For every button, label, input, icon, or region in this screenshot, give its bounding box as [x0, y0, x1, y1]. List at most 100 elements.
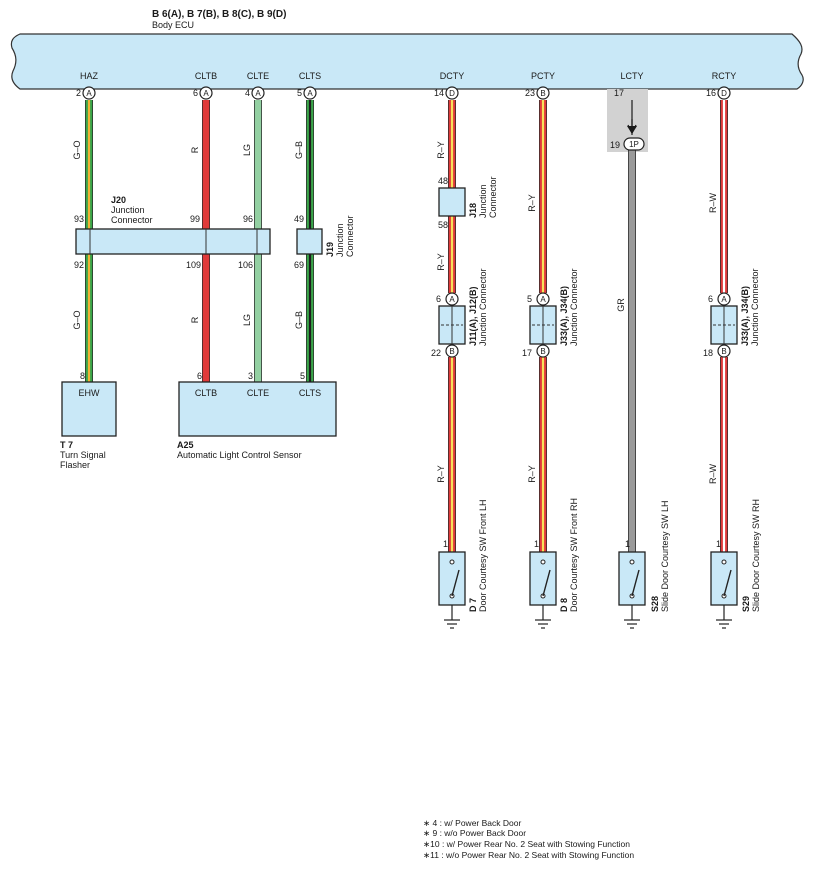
- connector-markers: A B A B A B 1P: [445, 137, 731, 358]
- a25-code: A25: [177, 440, 194, 450]
- connector-letter: A: [203, 89, 209, 98]
- wire-label-pcty-1: R–Y: [527, 194, 537, 212]
- d7-name: Door Courtesy SW Front LH: [478, 499, 488, 612]
- a25-terminal-clts: CLTS: [299, 388, 321, 398]
- switches: [438, 551, 738, 629]
- j33-code-pcty: J33(A), J34(B): [559, 286, 569, 346]
- wire-label-dcty-3: R–Y: [436, 465, 446, 483]
- marker-lcty-1p: 1P: [623, 137, 645, 151]
- svg-text:1P: 1P: [629, 140, 639, 149]
- t7-label-2: Flasher: [60, 460, 90, 470]
- body-ecu-bar: [10, 33, 804, 90]
- connector-letter: A: [307, 89, 313, 98]
- wire-label-dcty-2: R–Y: [436, 253, 446, 271]
- pin-j20-96: 96: [243, 214, 253, 224]
- j19-label: J19 Junction Connector: [325, 215, 355, 257]
- a25-component-box: [178, 381, 337, 437]
- switch-s29: [710, 551, 738, 629]
- marker-rcty-a: A: [717, 292, 731, 306]
- ground-icon: [444, 605, 460, 629]
- ground-icon: [716, 605, 732, 629]
- svg-text:A: A: [721, 295, 727, 304]
- j18-label: J18 Junction Connector: [468, 176, 498, 218]
- d8-code: D 8: [559, 598, 569, 612]
- j33-connector-pcty: [529, 305, 557, 345]
- marker-rcty-b: B: [717, 344, 731, 358]
- pin-s28-1: 1: [625, 539, 630, 549]
- connector-letter: A: [86, 89, 92, 98]
- wire-label-clts-top: G–B: [294, 141, 304, 159]
- j20-label-1: Junction: [111, 205, 145, 215]
- pin-clts-5: 5: [300, 371, 305, 381]
- pin-dcty-6: 6: [436, 294, 441, 304]
- wire-label-rcty-1: R–W: [708, 192, 718, 213]
- ecu-pin-lcty: LCTY: [620, 71, 643, 81]
- marker-pcty-b: B: [536, 344, 550, 358]
- j19-label-1: Junction: [335, 223, 345, 257]
- connector-circle: [199, 86, 213, 100]
- j19-label-2: Connector: [345, 215, 355, 257]
- j19-code: J19: [325, 242, 335, 257]
- ecu-pin-number: 14: [434, 88, 444, 98]
- j20-label-2: Connector: [111, 215, 153, 225]
- wires: [85, 100, 728, 552]
- pin-pcty-5: 5: [527, 294, 532, 304]
- t7-label-1: Turn Signal: [60, 450, 106, 460]
- marker-dcty-b: B: [445, 344, 459, 358]
- a25-terminal-clte: CLTE: [247, 388, 269, 398]
- marker-dcty-a: A: [445, 292, 459, 306]
- a25-name: Automatic Light Control Sensor: [177, 450, 302, 460]
- svg-text:B: B: [449, 347, 454, 356]
- j19-connector: [296, 228, 323, 255]
- svg-text:B: B: [721, 347, 726, 356]
- d7-code: D 7: [468, 598, 478, 612]
- switch-d7: [438, 551, 466, 629]
- pin-j18-48: 48: [438, 176, 448, 186]
- j20-connector: [75, 228, 271, 255]
- connector-letter: D: [721, 89, 727, 98]
- pin-j20-99: 99: [190, 214, 200, 224]
- wire-label-clts-bottom: G–B: [294, 311, 304, 329]
- wire-label-rcty-2: R–W: [708, 463, 718, 484]
- svg-text:A: A: [540, 295, 546, 304]
- ecu-pin-rcty: RCTY: [712, 71, 737, 81]
- footnotes: ∗ 4 : w/ Power Back Door ∗ 9 : w/o Power…: [423, 818, 634, 860]
- switch-d8: [529, 551, 557, 629]
- pin-rcty-6: 6: [708, 294, 713, 304]
- lcty-arrow-icon: [627, 119, 637, 135]
- d8-name: Door Courtesy SW Front RH: [569, 498, 579, 612]
- j18-label-2: Connector: [488, 176, 498, 218]
- j20-code: J20: [111, 195, 126, 205]
- s29-label: S29 Slide Door Courtesy SW RH: [741, 499, 761, 612]
- connector-circle: [717, 86, 731, 100]
- ecu-pin-clte: CLTE: [247, 71, 269, 81]
- t7-component-box: [61, 381, 117, 437]
- pin-j20-93: 93: [74, 214, 84, 224]
- ecu-pin-cltb: CLTB: [195, 71, 217, 81]
- connector-letter: B: [540, 89, 545, 98]
- pin-j20-106: 106: [238, 260, 253, 270]
- pin-d8-1: 1: [534, 539, 539, 549]
- note-10: ∗10 : w/ Power Rear No. 2 Seat with Stow…: [423, 839, 630, 849]
- s29-name: Slide Door Courtesy SW RH: [751, 499, 761, 612]
- wire-label-cltb-top: R: [190, 146, 200, 153]
- ecu-pin-number: 16: [706, 88, 716, 98]
- pin-rcty-18: 18: [703, 348, 713, 358]
- j33-label-pcty: J33(A), J34(B) Junction Connector: [559, 268, 579, 346]
- wire-label-cltb-bottom: R: [190, 316, 200, 323]
- s28-name: Slide Door Courtesy SW LH: [660, 500, 670, 612]
- a25-terminal-cltb: CLTB: [195, 388, 217, 398]
- t7-code: T 7: [60, 440, 73, 450]
- j11-name: Junction Connector: [478, 268, 488, 346]
- ecu-pin-number: 4: [245, 88, 250, 98]
- connector-circle: [303, 86, 317, 100]
- wire-label-haz-top: G–O: [72, 140, 82, 159]
- connector-circle: [82, 86, 96, 100]
- j33-connector-rcty: [710, 305, 738, 345]
- note-4: ∗ 4 : w/ Power Back Door: [423, 818, 521, 828]
- ecu-pin-clts: CLTS: [299, 71, 321, 81]
- wire-label-lcty-1: GR: [616, 298, 626, 312]
- note-9: ∗ 9 : w/o Power Back Door: [423, 828, 526, 838]
